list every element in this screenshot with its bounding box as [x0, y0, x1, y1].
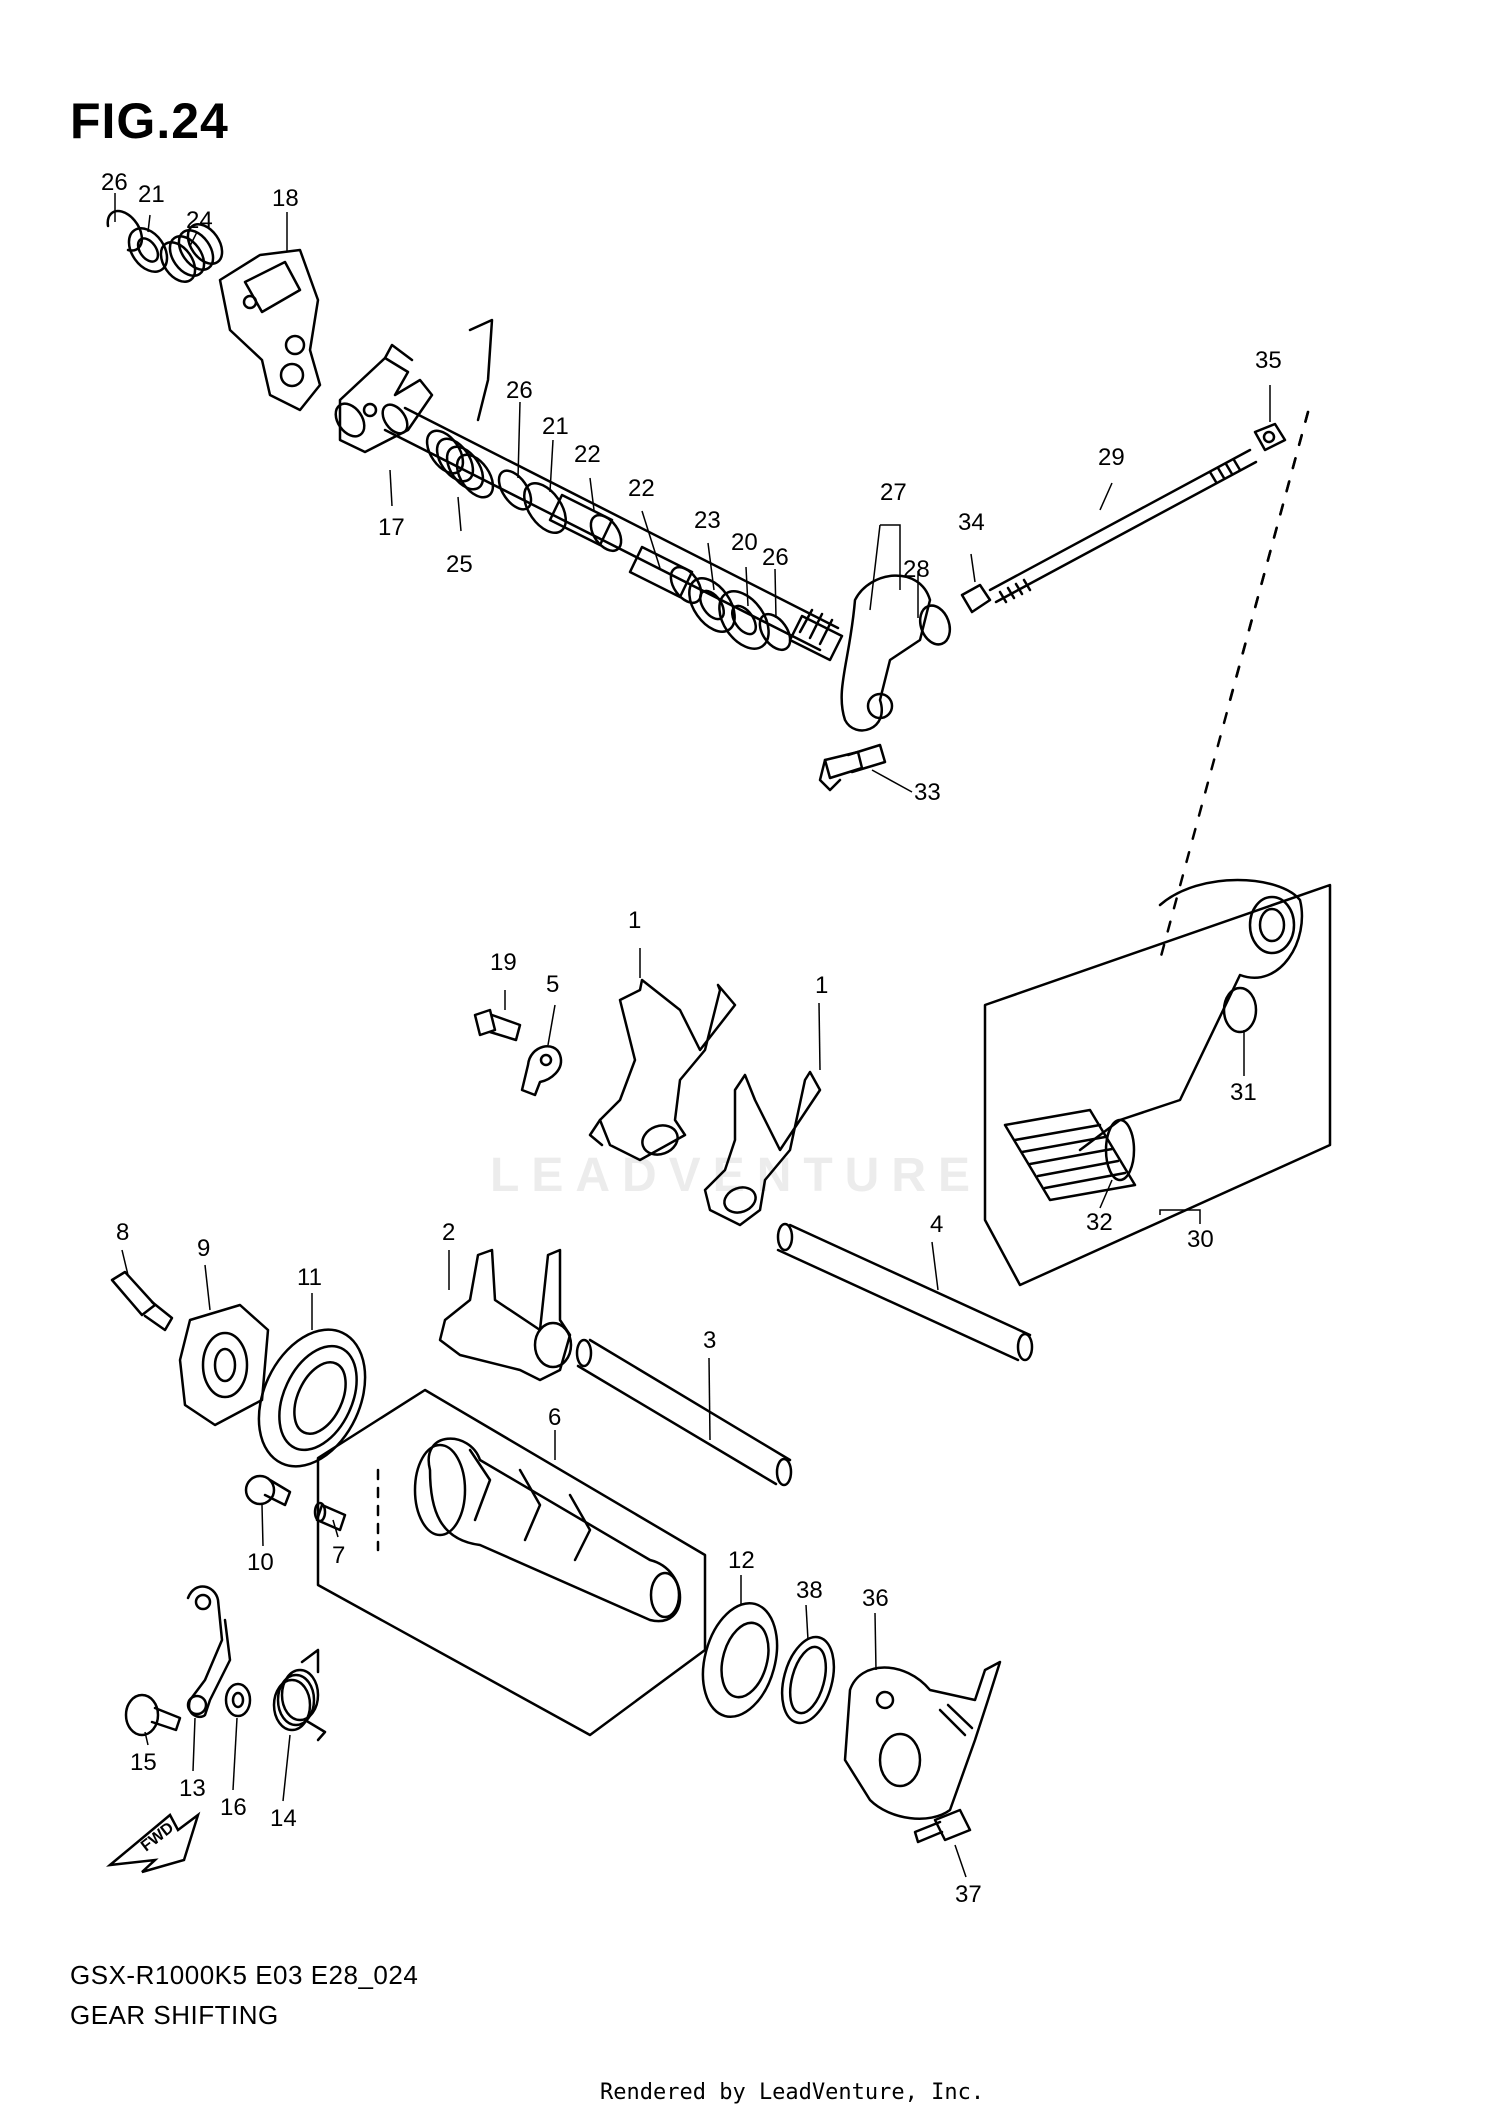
callout-18: 18	[272, 185, 299, 212]
pedal-assembly-box	[983, 878, 1332, 1287]
bolt-15	[124, 1693, 182, 1737]
callout-16: 16	[220, 1794, 247, 1821]
shift-fork-1b	[703, 1070, 822, 1227]
callout-26: 26	[762, 544, 789, 571]
callout-21: 21	[542, 413, 569, 440]
return-spring-25	[425, 318, 495, 499]
callout-26: 26	[506, 377, 533, 404]
callout-34: 34	[958, 509, 985, 536]
fork-shaft-3	[575, 1338, 793, 1487]
callout-1: 1	[815, 972, 828, 999]
callout-36: 36	[862, 1585, 889, 1612]
cam-stopper-plate-9	[178, 1303, 270, 1427]
nut-35	[1253, 422, 1287, 452]
callout-23: 23	[694, 507, 721, 534]
bushing-22b	[628, 545, 703, 605]
bearing-11	[257, 1328, 367, 1468]
callout-20: 20	[731, 529, 758, 556]
callout-17: 17	[378, 514, 405, 541]
callout-4: 4	[930, 1211, 943, 1238]
shaft-spline	[788, 608, 844, 662]
callout-14: 14	[270, 1805, 297, 1832]
callout-10: 10	[247, 1549, 274, 1576]
shift-fork-2	[438, 1248, 573, 1382]
bolt-33	[818, 743, 887, 792]
callout-35: 35	[1255, 347, 1282, 374]
shift-fork-1a	[588, 978, 737, 1162]
render-credit: Rendered by LeadVenture, Inc.	[600, 2080, 985, 2105]
nut-34	[960, 583, 992, 614]
oil-seal-23	[688, 577, 736, 633]
callout-2: 2	[442, 1219, 455, 1246]
callout-30: 30	[1187, 1226, 1214, 1253]
callout-27: 27	[880, 479, 907, 506]
callout-19: 19	[490, 949, 517, 976]
callout-25: 25	[446, 551, 473, 578]
callout-7: 7	[332, 1542, 345, 1569]
bolt-37	[913, 1808, 972, 1844]
callout-38: 38	[796, 1577, 823, 1604]
section-name: GEAR SHIFTING	[70, 2000, 279, 2030]
callout-1: 1	[628, 907, 641, 934]
circlip-26-top	[106, 209, 144, 252]
callout-33: 33	[914, 779, 941, 806]
spring-14	[272, 1648, 327, 1742]
cam-assembly-box	[316, 1388, 707, 1737]
bolt-10	[244, 1474, 292, 1507]
callout-37: 37	[955, 1881, 982, 1908]
washer-20	[718, 590, 770, 650]
bearing-12	[701, 1601, 779, 1719]
fwd-arrow-icon: FWD	[106, 1811, 201, 1874]
callout-3: 3	[703, 1327, 716, 1354]
callout-28: 28	[903, 556, 930, 583]
callout-15: 15	[130, 1749, 157, 1776]
callout-6: 6	[548, 1404, 561, 1431]
bolt-8	[110, 1270, 174, 1332]
callout-26: 26	[101, 169, 128, 196]
model-code: GSX-R1000K5 E03 E28_024	[70, 1960, 419, 1990]
washer-21-mid	[523, 482, 567, 534]
oring-38	[780, 1635, 836, 1725]
callout-32: 32	[1086, 1209, 1113, 1236]
washer-21-top	[127, 227, 169, 273]
callout-22: 22	[628, 475, 655, 502]
callout-13: 13	[179, 1775, 206, 1802]
spring-24	[159, 223, 224, 283]
figure-title: FIG.24	[70, 93, 229, 149]
callout-29: 29	[1098, 444, 1125, 471]
callout-9: 9	[197, 1235, 210, 1262]
cover-36	[843, 1660, 1002, 1820]
tie-rod-29	[988, 448, 1258, 604]
callout-31: 31	[1230, 1079, 1257, 1106]
circlip-26-end	[758, 612, 792, 652]
callout-8: 8	[116, 1219, 129, 1246]
fork-shaft-4	[776, 1222, 1034, 1362]
callout-24: 24	[186, 207, 213, 234]
bushing-22a	[548, 493, 623, 553]
callout-12: 12	[728, 1547, 755, 1574]
pedal-dashed-link	[1158, 410, 1310, 962]
dowel-pin-7	[313, 1501, 347, 1532]
callout-11: 11	[297, 1264, 322, 1291]
gearshift-cam-6	[413, 1437, 682, 1623]
washer-16	[224, 1682, 252, 1718]
gearshift-arm-17	[334, 343, 434, 454]
stopper-arm-13	[186, 1585, 232, 1719]
stopper-5	[520, 1045, 563, 1097]
callout-22: 22	[574, 441, 601, 468]
callout-5: 5	[546, 971, 559, 998]
plate-18	[218, 248, 322, 412]
shift-lever-27	[840, 574, 952, 732]
bolt-19	[473, 1008, 522, 1042]
callout-21: 21	[138, 181, 165, 208]
